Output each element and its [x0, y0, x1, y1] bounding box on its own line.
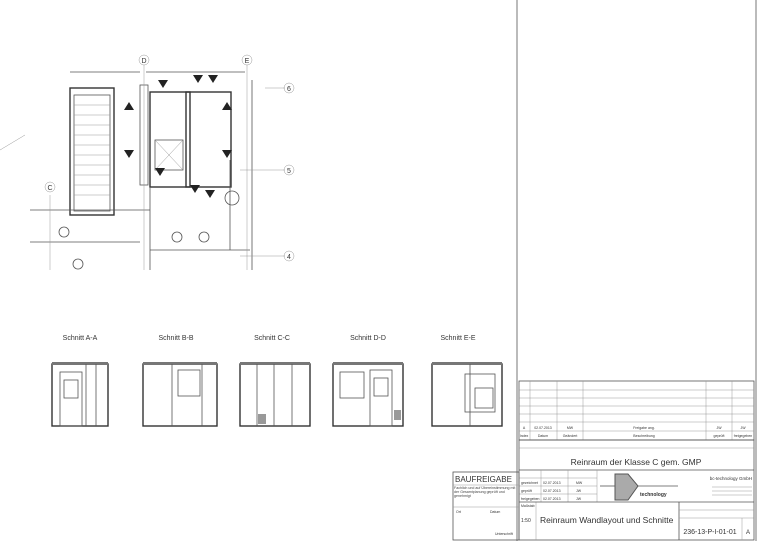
svg-text:JW: JW [740, 426, 746, 430]
svg-text:Unterschrift: Unterschrift [495, 532, 513, 536]
svg-text:4: 4 [287, 254, 291, 261]
svg-text:JW: JW [716, 426, 722, 430]
svg-text:A: A [523, 426, 526, 430]
revision-table: A 02.07.2013 MW Freigabe ang. JW JW Inde… [518, 380, 755, 441]
baufreigabe-box: BAUFREIGABE Fachlich und auf Übereinstim… [452, 471, 520, 541]
svg-text:02.07.2013: 02.07.2013 [543, 497, 561, 501]
grid-label-e: E [241, 54, 253, 66]
grid-label-4: 4 [283, 250, 295, 262]
svg-text:6: 6 [287, 86, 291, 93]
svg-text:02.07.2013: 02.07.2013 [543, 489, 561, 493]
svg-text:02.07.2013: 02.07.2013 [543, 481, 561, 485]
svg-text:Datum: Datum [538, 434, 548, 438]
svg-text:02.07.2013: 02.07.2013 [534, 426, 552, 430]
section-markers [124, 75, 232, 198]
section-d-d: Schnitt D-D [332, 335, 404, 427]
section-b-b: Schnitt B-B [142, 335, 218, 427]
drawing-index: A [746, 530, 750, 536]
title-block: Reinraum der Klasse C gem. GMP gezeichne… [518, 439, 755, 541]
svg-text:JW: JW [576, 497, 582, 501]
svg-text:Schnitt C-C: Schnitt C-C [254, 335, 290, 342]
svg-text:geprüft: geprüft [521, 489, 532, 493]
project-title: Reinraum der Klasse C gem. GMP [571, 457, 702, 467]
section-e-e: Schnitt E-E [431, 335, 503, 427]
scale-value: 1:50 [521, 518, 531, 524]
svg-text:Schnitt E-E: Schnitt E-E [440, 335, 475, 342]
section-a-a: Schnitt A-A [51, 335, 109, 427]
svg-text:Schnitt D-D: Schnitt D-D [350, 335, 386, 342]
grid-label-c: C [44, 181, 56, 193]
svg-text:freigegeben: freigegeben [734, 434, 753, 438]
drawing-title: Reinraum Wandlayout und Schnitte [540, 515, 674, 525]
svg-text:MW: MW [567, 426, 574, 430]
drawing-number: 236-13-P-I-01-01 [683, 529, 736, 536]
svg-text:MW: MW [576, 481, 583, 485]
svg-text:Beschreibung: Beschreibung [633, 434, 654, 438]
svg-text:geprüft: geprüft [714, 434, 725, 438]
grid-label-d: D [138, 54, 150, 66]
svg-text:freigegeben: freigegeben [521, 497, 540, 501]
company-name: bc-technology GmbH [710, 476, 752, 481]
svg-text:Geändert: Geändert [563, 434, 578, 438]
fold-mark [0, 134, 26, 151]
svg-text:JW: JW [576, 489, 582, 493]
svg-text:Datum: Datum [490, 510, 500, 514]
svg-text:E: E [245, 58, 250, 65]
svg-text:Schnitt A-A: Schnitt A-A [63, 335, 98, 342]
svg-text:BAUFREIGABE: BAUFREIGABE [455, 475, 512, 484]
floor-plan [30, 65, 285, 270]
svg-text:D: D [141, 58, 146, 65]
svg-text:Schnitt B-B: Schnitt B-B [158, 335, 193, 342]
grid-label-5: 5 [283, 164, 295, 176]
svg-text:technology: technology [640, 492, 667, 498]
svg-text:C: C [47, 185, 52, 192]
svg-text:Freigabe ang.: Freigabe ang. [633, 426, 655, 430]
svg-text:Maßstab: Maßstab [521, 504, 535, 508]
grid-label-6: 6 [283, 82, 295, 94]
svg-text:gezeichnet: gezeichnet [521, 481, 538, 485]
svg-text:Ort: Ort [456, 510, 461, 514]
company-logo: technology [600, 473, 678, 501]
svg-text:5: 5 [287, 168, 291, 175]
baufreigabe-text: Fachlich und auf Übereinstimmung mit der… [454, 486, 516, 499]
svg-text:Index: Index [520, 434, 529, 438]
section-c-c: Schnitt C-C [239, 335, 311, 427]
